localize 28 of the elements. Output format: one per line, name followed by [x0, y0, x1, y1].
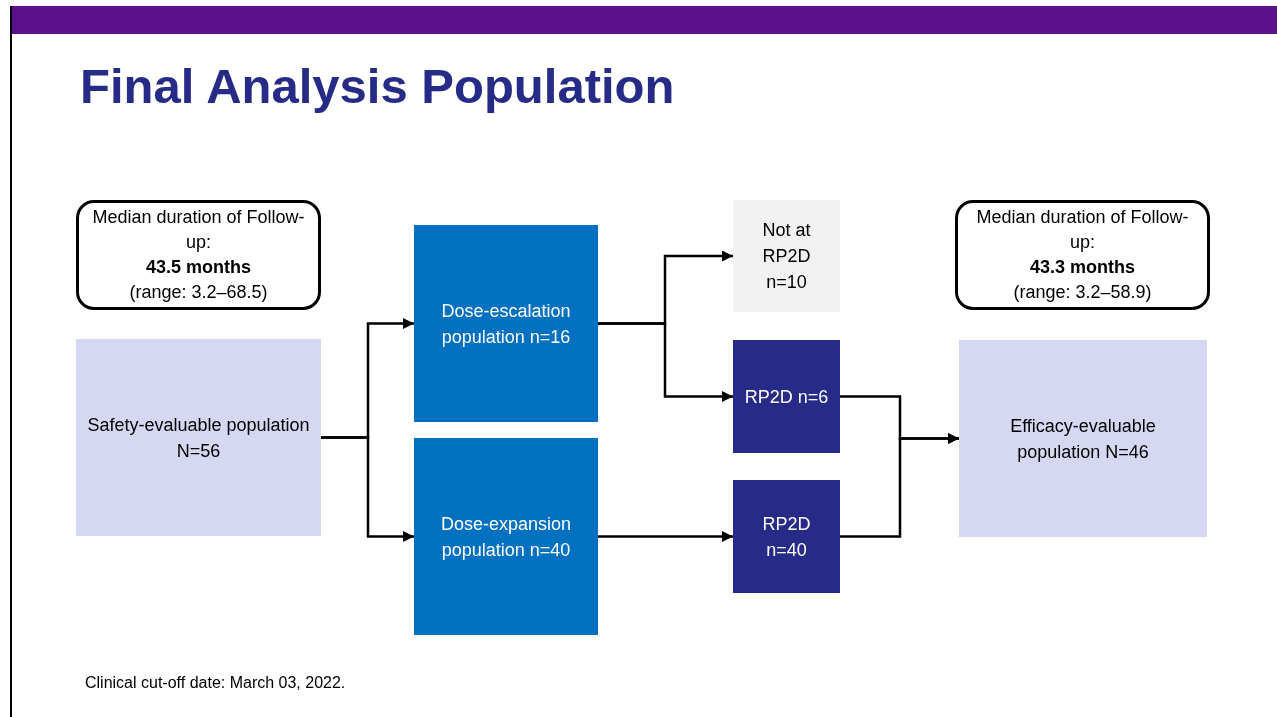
connector-arrow — [598, 322, 733, 402]
range-text: (range: 3.2–68.5) — [129, 281, 268, 304]
follow-up-callout — [76, 200, 321, 310]
subgroup-box — [733, 480, 840, 593]
subgroup-box — [733, 340, 840, 453]
population-box — [959, 340, 1207, 537]
connector-arrow — [598, 531, 733, 542]
node-label: Not at RP2D n=10 — [761, 219, 812, 294]
node-label: Dose-expansion population n=40 — [439, 512, 573, 562]
duration-value: 43.5 months — [146, 256, 251, 279]
node-label: Safety-evaluable population N=56 — [86, 413, 311, 463]
connector-arrow — [321, 436, 414, 542]
population-box — [76, 339, 321, 536]
node-label: RP2D n=40 — [761, 512, 812, 562]
connector-arrow — [840, 433, 959, 538]
duration-value: 43.3 months — [1030, 256, 1135, 279]
range-text: (range: 3.2–58.9) — [1013, 281, 1152, 304]
subgroup-box — [733, 200, 840, 312]
footnote: Clinical cut-off date: March 03, 2022. — [85, 674, 346, 692]
follow-up-callout — [955, 200, 1210, 310]
cohort-box — [414, 438, 598, 635]
node-label: Dose-escalation population n=16 — [440, 299, 572, 349]
slide-title: Final Analysis Population — [80, 58, 675, 114]
cohort-box — [414, 225, 598, 422]
node-label: RP2D n=6 — [744, 385, 829, 409]
node-label: Efficacy-evaluable population N=46 — [1009, 414, 1157, 464]
callout-heading: Median duration of Follow-up: — [975, 206, 1190, 254]
callout-heading: Median duration of Follow-up: — [91, 206, 306, 254]
